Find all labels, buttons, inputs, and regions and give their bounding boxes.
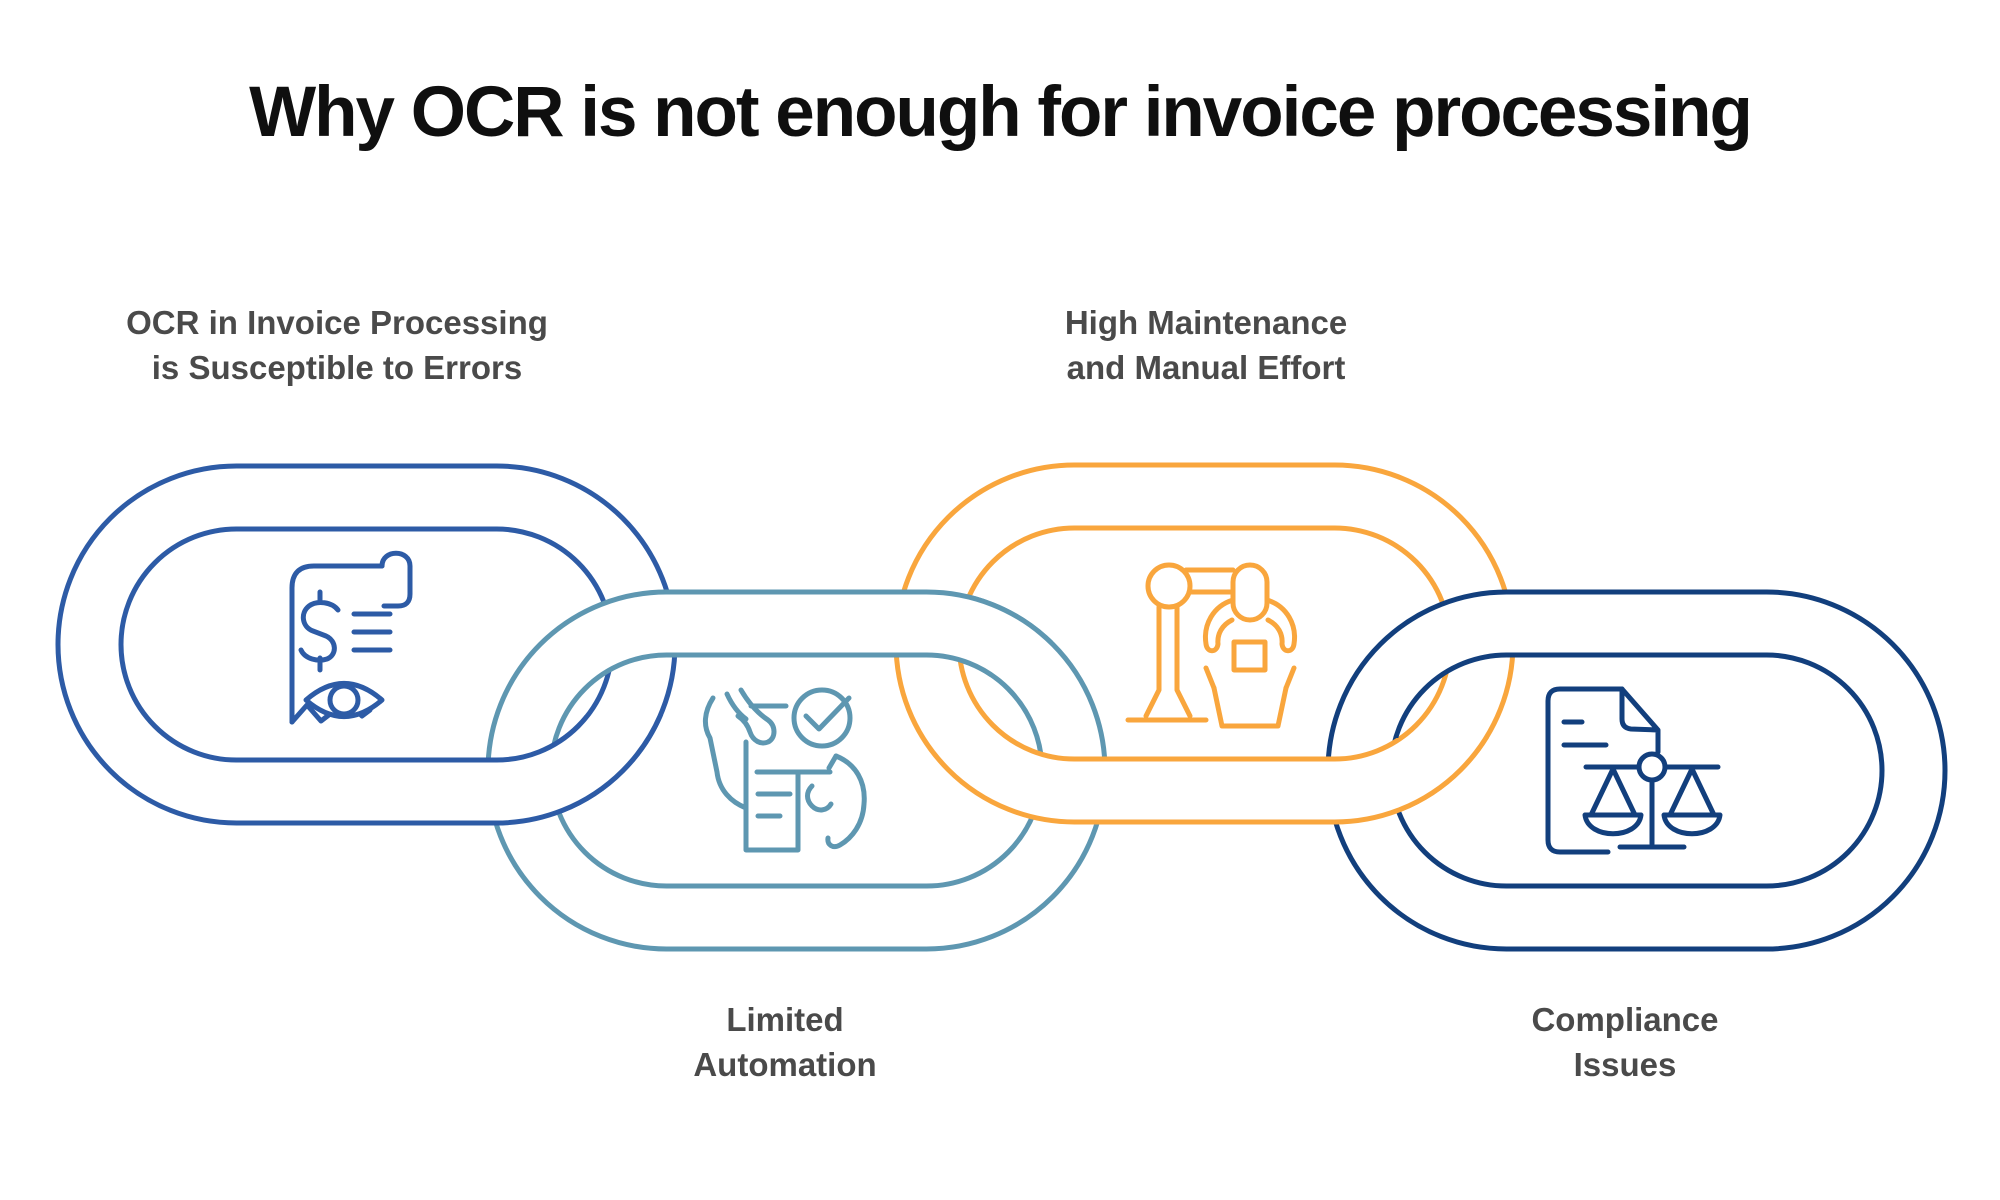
eye-pupil [327,683,361,717]
label-compliance-issues: Compliance Issues [1345,997,1905,1087]
robot-arm-box-icon [1125,562,1298,729]
scales-right-pan [1661,766,1723,837]
gripper-head [1230,562,1270,623]
label-line: Issues [1573,1046,1677,1083]
open-box [1211,685,1289,729]
robot-post [1143,604,1193,719]
gripper-claw-right [1264,597,1298,654]
page-title: Why OCR is not enough for invoice proces… [249,73,1753,152]
label-limited-automation: Limited Automation [505,997,1065,1087]
receipt-text-lines [351,611,393,653]
chain-link-compliance-issues [1325,589,1948,952]
label-line: Automation [693,1046,877,1083]
checkmark [803,695,852,732]
document-text-lines [754,769,833,819]
left-thumb [735,687,777,746]
label-line: High Maintenance [1064,304,1348,341]
right-finger [805,783,834,813]
label-line: Limited [726,1001,844,1038]
receipt-body [289,563,385,725]
right-hand [825,753,867,850]
right-wrist [826,753,839,771]
label-line: and Manual Effort [1066,349,1346,386]
label-ocr-errors: OCR in Invoice Processing is Susceptible… [57,300,617,390]
robot-arm-bar [1183,567,1236,595]
document-fold [1619,686,1661,755]
label-line: is Susceptible to Errors [151,349,523,386]
scales-pivot [1636,751,1668,783]
left-hand [703,695,749,811]
document-hands-check-icon [703,687,867,853]
scales-left-pan [1582,766,1644,837]
label-line: OCR in Invoice Processing [126,304,548,341]
held-box [1231,639,1268,673]
check-circle [791,687,853,749]
document-outline [743,739,801,853]
dollar-sign [298,589,341,673]
receipt-curl [379,550,413,609]
gripper-claw-left [1202,597,1236,654]
label-high-maintenance: High Maintenance and Manual Effort [926,300,1486,390]
robot-joint [1145,562,1193,610]
chain-link-limited-automation [485,589,1108,952]
left-finger [724,691,749,722]
open-box-flaps [1203,665,1297,691]
label-line: Compliance [1531,1001,1719,1038]
eye-outline [303,681,385,719]
receipt-dollar-eye-icon [289,550,413,725]
document-outline [1545,686,1625,855]
document-text-lines [1561,719,1609,748]
document-scales-icon [1545,686,1723,855]
